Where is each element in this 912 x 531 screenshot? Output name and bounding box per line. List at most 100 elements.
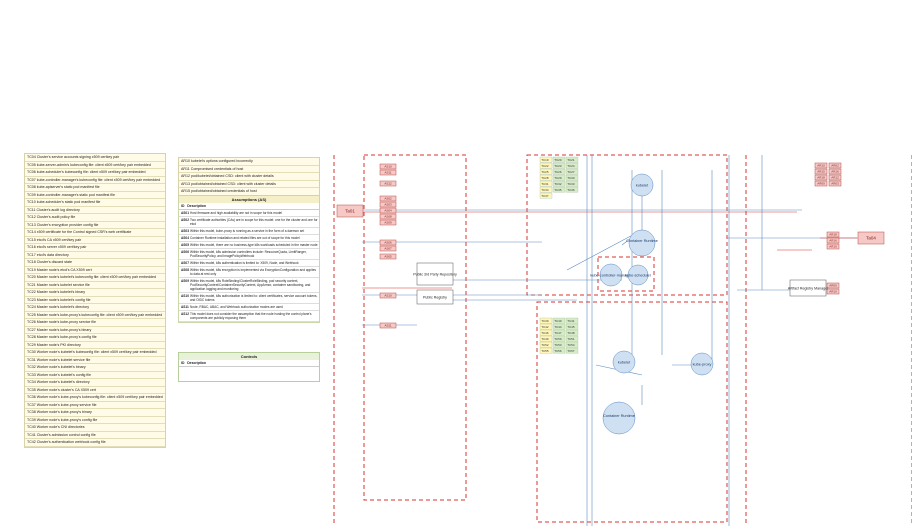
assumption-id: AS06 [181,250,189,254]
node-container-runtime-top-text: Container Runtime [626,239,658,243]
node-kubelet-top: kubelet [630,173,654,197]
right-label: AR02 [828,162,842,169]
threat-row: TC09 kube-controller-manager's static po… [25,192,165,199]
right-label: AR18 [814,174,828,181]
threat-row: TC39 Worker node's kube-proxy's config f… [25,417,165,424]
tc-cell-text: TC39 [541,319,549,323]
tc-cell: TC24 [565,162,579,169]
actor-right: Ta04 [857,231,885,245]
tc-cell-text: TC29 [554,176,562,180]
assumption-text: Host firmware and high availability are … [190,211,282,215]
tc-cell: TC45 [565,323,579,330]
threat-row: TC27 Master node's kube-proxy's binary [25,327,165,334]
right-label-text: AR15 [817,170,825,174]
assumption-text: Container Runtime installation and relat… [190,236,300,240]
tc-cell: TC46 [539,329,553,336]
left-label-low-text: AS11 [384,324,391,328]
risk-row: AR11 Compromised credentials of host [179,166,319,173]
threat-row: TC13 Cluster's encryption provider confi… [25,222,165,229]
actor-left-text: Ta01 [345,209,355,214]
tc-cell-text: TC25 [541,170,549,174]
tc-cell-text: TC50 [554,337,562,341]
right-label: AR03 [828,180,842,187]
tc-cell: TC47 [552,329,566,336]
right-label-mid-text: AR16 [829,239,837,243]
tc-cell-text: TC35 [554,188,562,192]
risk-row: AR13 pod/obtained/obtained CSD: client w… [179,181,319,188]
assumption-text: Within this model, k8s encryption is imp… [190,268,316,276]
node-kube-controller-manager-text: kube-controller-manager [590,273,632,277]
threat-row: TC35 Worker node's cluster's CA X509 cer… [25,387,165,394]
threat-row: TC23 Master node's kubelet's config file [25,297,165,304]
threat-row: TC11 Cluster's audit log directory [25,207,165,214]
right-label-text: AR03 [831,182,839,186]
assumption-id: AS10 [181,294,189,298]
node-kube-proxy-text: kube-proxy [693,362,712,366]
assumption-text: Within this model, there are no business… [190,243,318,247]
controls-table: Controls ID Description [178,352,320,382]
tc-cell: TC19 [539,156,553,163]
left-label: AS12 [379,180,397,187]
threat-row: TC29 Master node's PKI directory [25,342,165,349]
left-label-text: AS06 [384,241,392,245]
node-kube-scheduler-text: kube-scheduler [625,273,652,277]
threat-row: TC38 Worker node's kube-proxy's binary [25,409,165,417]
tc-cell: TC56 [552,347,566,354]
threat-row: TC30 Worker node's kubelet's kubeconfig … [25,349,165,357]
threat-row: TC04 Cluster's service accounts signing … [25,154,165,162]
tc-cell-text: TC47 [554,331,562,335]
tc-cell: TC52 [539,341,553,348]
node-public-repository: Public 3rd Party Repository [413,262,457,286]
right-label-mid-text: AR10 [829,245,837,249]
assumption-id: AS12 [181,312,189,316]
right-label-text: AR16 [831,170,839,174]
threat-row: TC28 Master node's kube-proxy's config f… [25,334,165,342]
tc-cell: TC28 [539,174,553,181]
left-label: AS07 [379,245,397,252]
left-label: AS10 [379,163,397,170]
left-label: AS04 [379,207,397,214]
tc-cell-text: TC46 [541,331,549,335]
node-kubelet-top-text: kubelet [636,183,649,187]
controls-col-id: ID [181,361,185,365]
right-label-text: AR12 [831,176,839,180]
assumptions-columns: ID Description [179,203,319,210]
assumption-id: AS04 [181,236,189,240]
tc-cell: TC53 [552,341,566,348]
tc-cell-text: TC34 [541,188,549,192]
tc-cell-text: TC24 [567,164,575,168]
threat-row: TC20 Master node's kubelet's kubeconfig … [25,274,165,282]
threat-row: TC07 kube-controller-manager's kubeconfi… [25,177,165,184]
tc-cell: TC54 [565,341,579,348]
actor-right-text: Ta04 [866,236,876,241]
assumption-text: Within this model, k8s admission control… [190,250,307,258]
assumption-text: This model does not consider the assumpt… [190,312,312,320]
tc-cell-text: TC19 [541,158,549,162]
node-kubelet-bottom-text: kubelet [618,360,631,364]
left-label-text: AS02 [384,197,392,201]
right-label-mid: AR10 [826,243,840,250]
right-label-text: AR09 [817,182,825,186]
assumption-id: AS01 [181,211,189,215]
tc-cell: TC44 [552,323,566,330]
assumption-id: AS02 [181,218,189,222]
left-label-text: AS07 [384,247,392,251]
left-label-text: AS12 [384,182,392,186]
left-label-text: AS09 [384,221,392,225]
right-label: AR16 [828,168,842,175]
assumption-text: Two certificate authorities (CAs) are in… [190,218,318,226]
threat-list: TC04 Cluster's service accounts signing … [24,153,166,448]
assumption-id: AS09 [181,279,189,283]
node-kube-controller-manager: kube-controller-manager [590,263,632,287]
tc-cell: TC42 [539,323,553,330]
right-label-text: AR02 [831,164,839,168]
left-label: AS09 [379,219,397,226]
tc-cell-text: TC36 [567,188,575,192]
threat-row: TC22 Master node's kubelet's binary [25,289,165,297]
tc-cell-text: TC20 [554,158,562,162]
